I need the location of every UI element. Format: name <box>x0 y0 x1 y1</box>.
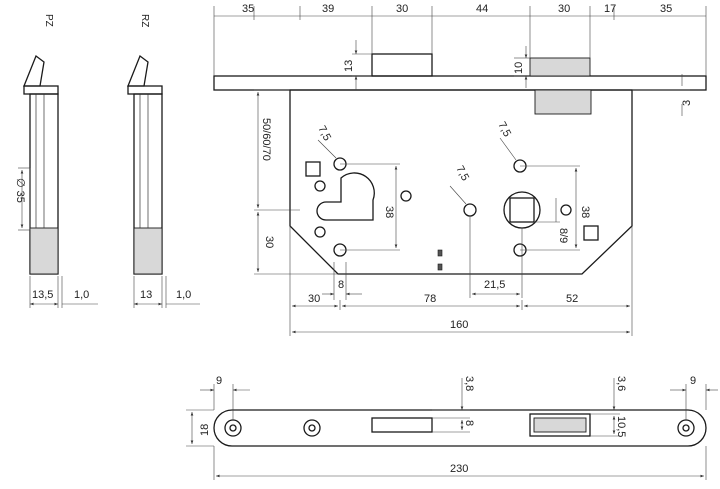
spindle-square <box>509 197 535 223</box>
hole-left-low <box>314 226 326 238</box>
follower-hole <box>463 203 477 217</box>
screw-hole-right <box>677 419 695 437</box>
dim-10: 10 <box>513 62 525 74</box>
dim-30-horizontal: 30 <box>308 293 320 305</box>
small-square-symbol <box>583 225 599 241</box>
dim-52: 52 <box>566 293 578 305</box>
dim-3: 3 <box>681 100 693 106</box>
reverse-symbol <box>305 161 321 177</box>
dim-backset: 50/60/70 <box>260 118 272 161</box>
small-slot <box>437 249 443 257</box>
faceplate-dim-230: 230 <box>450 463 468 475</box>
faceplate-dim-3-6: 3,6 <box>615 376 627 391</box>
dim-8: 8 <box>338 279 344 291</box>
dim-78: 78 <box>424 293 436 305</box>
deadbolt-slot <box>529 413 591 437</box>
dim-7-5-c: 7,5 <box>495 120 513 139</box>
top-dim-1: 35 <box>242 3 254 15</box>
cylinder-hole <box>316 172 375 221</box>
screw-hole-mid-inner <box>308 424 316 432</box>
faceplate-dim-3-8: 3,8 <box>463 376 475 391</box>
deadbolt-slot-inner <box>533 417 587 433</box>
top-dim-2: 39 <box>322 3 334 15</box>
pz-top-plate <box>23 85 59 95</box>
dim-7-5-b: 7,5 <box>453 164 471 183</box>
pz-width: 13,5 <box>32 289 53 301</box>
top-dim-4: 44 <box>476 3 488 15</box>
dim-160: 160 <box>450 319 468 331</box>
dim-38-right: 38 <box>579 206 591 218</box>
top-dim-5: 30 <box>558 3 570 15</box>
faceplate-body <box>213 409 707 447</box>
pz-lower-block <box>29 227 59 275</box>
faceplate-view: 9 18 3,8 8 3,6 10,5 9 230 <box>186 375 718 480</box>
side-view-pz: PZ ∅ 35 13,5 1,0 <box>14 14 98 308</box>
faceplate-dim-9-left: 9 <box>216 375 222 387</box>
hole-mid <box>400 190 412 202</box>
pz-diameter: ∅ 35 <box>14 178 26 203</box>
pz-label: PZ <box>43 14 54 27</box>
small-slot-2 <box>437 263 443 271</box>
top-dim-7: 35 <box>660 3 672 15</box>
faceplate-dim-18: 18 <box>199 424 211 436</box>
top-dim-6: 17 <box>604 3 616 15</box>
faceplate-dim-10-5: 10,5 <box>615 416 627 437</box>
faceplate-dim-9-right: 9 <box>690 375 696 387</box>
pz-latch-tip <box>23 54 45 87</box>
latch-bolt <box>371 53 433 77</box>
hole-right <box>560 204 572 216</box>
rz-top-plate <box>127 85 163 95</box>
dim-38-left: 38 <box>383 206 395 218</box>
screw-hole-left-inner <box>229 424 237 432</box>
top-dim-3: 30 <box>396 3 408 15</box>
side-view-rz: RZ 13 1,0 <box>127 14 200 308</box>
dim-21-5: 21,5 <box>484 279 505 291</box>
hole-left <box>314 180 326 192</box>
rz-gap: 1,0 <box>176 289 191 301</box>
rz-latch-tip <box>127 54 149 87</box>
dim-13: 13 <box>343 60 355 72</box>
pz-gap: 1,0 <box>74 289 89 301</box>
latch-slot <box>371 417 433 433</box>
dim-8-9: 8/9 <box>557 228 569 243</box>
front-faceplate <box>213 75 707 91</box>
front-view: 35 39 30 44 30 17 35 13 10 3 50/60/70 30 <box>213 3 707 336</box>
dead-bolt <box>529 57 591 77</box>
faceplate-dim-8: 8 <box>463 420 475 426</box>
dim-30-vertical: 30 <box>263 236 275 248</box>
rz-width: 13 <box>140 289 152 301</box>
screw-hole-right-inner <box>682 424 690 432</box>
rz-lower-block <box>133 227 163 275</box>
screw-hole-mid <box>303 419 321 437</box>
dead-bolt-lower <box>534 89 592 115</box>
screw-hole-left <box>224 419 242 437</box>
rz-label: RZ <box>139 14 150 27</box>
